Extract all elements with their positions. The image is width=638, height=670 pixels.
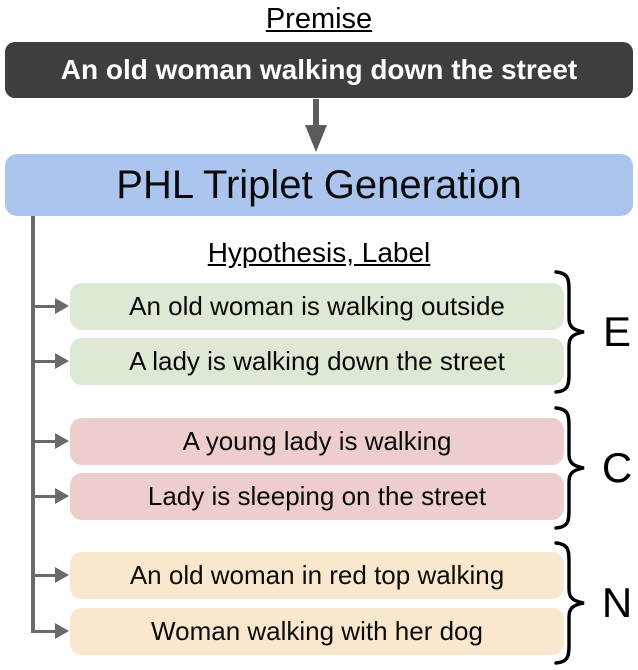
hypothesis-box-entailment-2: A lady is walking down the street: [70, 338, 564, 385]
premise-title: Premise: [265, 3, 373, 35]
hypothesis-box-entailment-1: An old woman is walking outside: [70, 283, 564, 330]
premise-box: An old woman walking down the street: [5, 42, 633, 98]
hypothesis-text: An old woman in red top walking: [129, 560, 505, 590]
hypothesis-text: Lady is sleeping on the street: [147, 481, 487, 511]
branch-line: [33, 495, 57, 498]
right-arrowhead-icon: [55, 623, 69, 639]
branch-arrow: [33, 488, 69, 505]
branch-line: [33, 305, 57, 308]
branch-line: [33, 440, 57, 443]
label-neutral: N: [601, 579, 633, 626]
hypothesis-text: Woman walking with her dog: [151, 616, 483, 646]
down-arrowhead-icon: [305, 125, 327, 152]
branch-arrow: [33, 567, 69, 584]
label-contradiction: C: [601, 444, 633, 491]
generator-label: PHL Triplet Generation: [116, 162, 522, 207]
right-arrowhead-icon: [55, 488, 69, 504]
premise-text: An old woman walking down the street: [60, 54, 578, 85]
hypothesis-box-neutral-1: An old woman in red top walking: [70, 552, 564, 599]
right-arrowhead-icon: [55, 433, 69, 449]
hypothesis-text: A young lady is walking: [182, 426, 452, 456]
curly-brace-icon: [554, 406, 585, 530]
branch-line: [33, 360, 57, 363]
right-arrowhead-icon: [55, 353, 69, 369]
label-entailment: E: [602, 308, 631, 355]
right-arrowhead-icon: [55, 298, 69, 314]
hypothesis-box-contradiction-2: Lady is sleeping on the street: [70, 473, 564, 520]
branch-line: [33, 630, 57, 633]
hypothesis-label-header: Hypothesis, Label: [207, 237, 431, 268]
branch-arrow: [33, 623, 69, 640]
down-arrow-icon: [313, 99, 319, 127]
branch-arrow: [33, 298, 69, 315]
connector-trunk-line: [31, 216, 35, 633]
curly-brace-icon: [554, 270, 585, 394]
hypothesis-text: A lady is walking down the street: [129, 346, 505, 376]
generator-box: PHL Triplet Generation: [5, 154, 633, 216]
branch-line: [33, 574, 57, 577]
branch-arrow: [33, 433, 69, 450]
curly-brace-icon: [554, 541, 585, 665]
hypothesis-text: An old woman is walking outside: [129, 291, 505, 321]
hypothesis-box-neutral-2: Woman walking with her dog: [70, 608, 564, 655]
branch-arrow: [33, 353, 69, 370]
hypothesis-box-contradiction-1: A young lady is walking: [70, 418, 564, 465]
right-arrowhead-icon: [55, 567, 69, 583]
